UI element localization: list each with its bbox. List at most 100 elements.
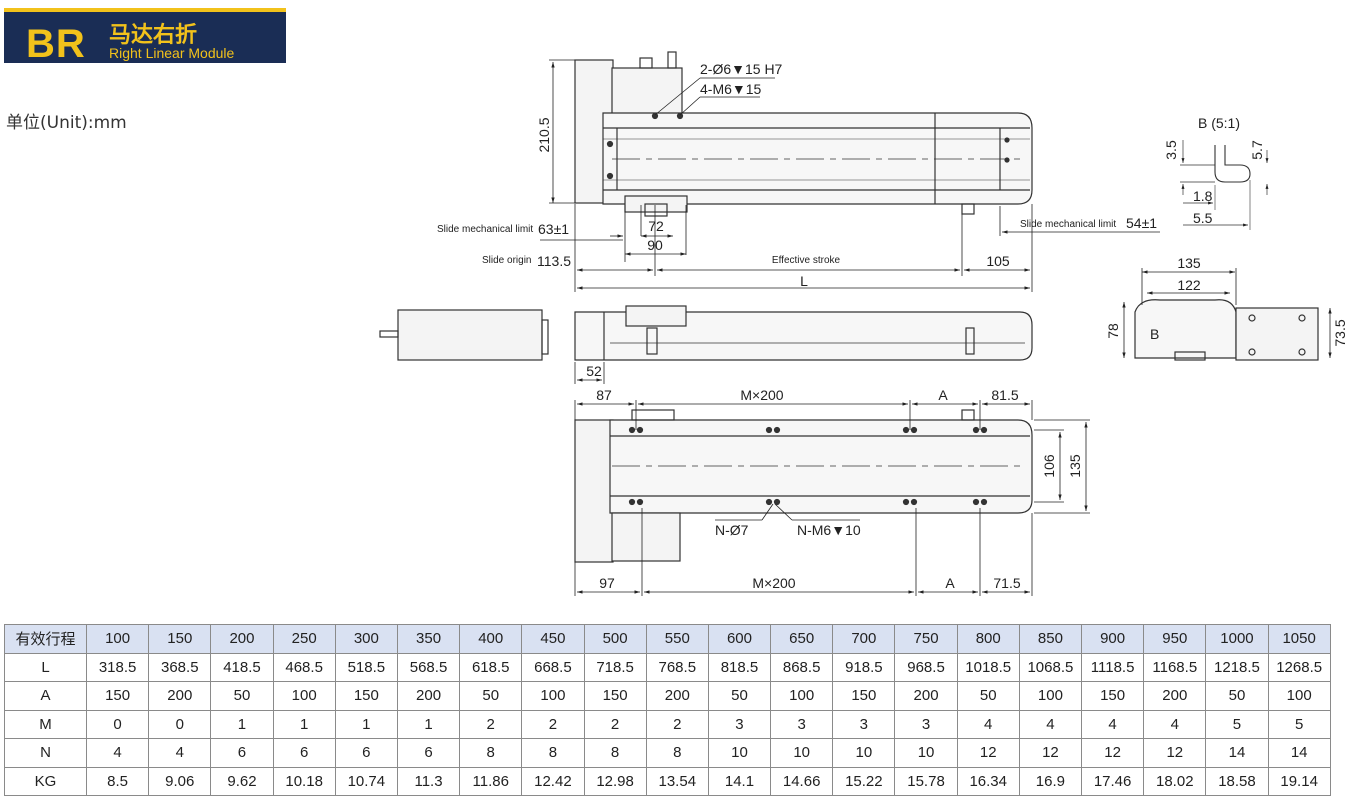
detail-b-labels: B (5:1) 3.5 5.7 1.8 5.5 bbox=[1163, 115, 1265, 226]
table-cell: 13.54 bbox=[645, 766, 709, 796]
table-cell: 4 bbox=[1018, 709, 1083, 739]
top-view-dimensions bbox=[540, 59, 1160, 292]
table-cell: 3 bbox=[832, 709, 896, 739]
table-cell: 100 bbox=[770, 681, 834, 711]
table-cell: 8.5 bbox=[85, 766, 150, 796]
table-cell: 10.18 bbox=[272, 766, 336, 796]
svg-text:63±1: 63±1 bbox=[538, 221, 569, 237]
svg-text:Slide origin: Slide origin bbox=[482, 255, 531, 266]
table-cell: 618.5 bbox=[459, 652, 523, 682]
svg-text:87: 87 bbox=[596, 387, 612, 403]
top-view-labels: 210.5 2-Ø6▼15 H7 4-M6▼15 Slide mechanica… bbox=[437, 61, 1157, 289]
table-cell: 200 bbox=[894, 681, 958, 711]
row-label: L bbox=[4, 652, 87, 682]
table-cell: 1000 bbox=[1205, 624, 1269, 654]
table-cell: 50 bbox=[210, 681, 274, 711]
table-cell: 768.5 bbox=[645, 652, 709, 682]
table-cell: 200 bbox=[645, 681, 709, 711]
end-view bbox=[1134, 299, 1319, 361]
table-cell: 10 bbox=[770, 738, 834, 768]
bottom-view-dimensions bbox=[574, 400, 1090, 596]
table-cell: 4 bbox=[956, 709, 1020, 739]
table-cell: 4 bbox=[1080, 709, 1145, 739]
svg-text:97: 97 bbox=[599, 575, 615, 591]
table-cell: 968.5 bbox=[894, 652, 958, 682]
table-cell: 50 bbox=[956, 681, 1020, 711]
table-cell: 1 bbox=[210, 709, 274, 739]
table-cell: 17.46 bbox=[1080, 766, 1145, 796]
side-view-dimensions bbox=[574, 362, 605, 384]
table-cell: 8 bbox=[645, 738, 709, 768]
table-cell: 12 bbox=[1080, 738, 1145, 768]
table-cell: 468.5 bbox=[272, 652, 336, 682]
table-cell: 2 bbox=[645, 709, 709, 739]
svg-text:54±1: 54±1 bbox=[1126, 215, 1157, 231]
table-cell: 150 bbox=[1080, 681, 1145, 711]
table-cell: 150 bbox=[148, 624, 212, 654]
table-cell: 2 bbox=[459, 709, 523, 739]
model-title: 马达右折 bbox=[109, 23, 198, 48]
svg-text:71.5: 71.5 bbox=[993, 575, 1020, 591]
svg-text:72: 72 bbox=[648, 218, 664, 234]
top-view bbox=[574, 51, 1033, 217]
table-cell: 9.62 bbox=[210, 766, 274, 796]
table-cell: 12 bbox=[1018, 738, 1083, 768]
table-cell: 18.58 bbox=[1205, 766, 1269, 796]
table-cell: 1168.5 bbox=[1143, 652, 1207, 682]
table-cell: 18.02 bbox=[1143, 766, 1207, 796]
svg-text:106: 106 bbox=[1041, 454, 1057, 478]
table-cell: 1 bbox=[334, 709, 398, 739]
header-badge: BR 马达右折 Right Linear Module bbox=[4, 8, 286, 66]
table-cell: 1018.5 bbox=[956, 652, 1020, 682]
table-cell: 150 bbox=[334, 681, 398, 711]
table-cell: 3 bbox=[770, 709, 834, 739]
table-cell: 418.5 bbox=[210, 652, 274, 682]
svg-text:3.5: 3.5 bbox=[1163, 140, 1179, 160]
row-label: A bbox=[4, 681, 87, 711]
end-view-labels: 135 122 78 73.5 B bbox=[1105, 255, 1348, 347]
table-cell: 4 bbox=[85, 738, 150, 768]
table-cell: 14 bbox=[1267, 738, 1331, 768]
bottom-view bbox=[574, 409, 1033, 563]
table-cell: 19.14 bbox=[1267, 766, 1331, 796]
svg-text:5.7: 5.7 bbox=[1249, 140, 1265, 160]
svg-text:135: 135 bbox=[1067, 454, 1083, 478]
row-label: 有效行程 bbox=[4, 624, 87, 654]
technical-drawing: 210.5 2-Ø6▼15 H7 4-M6▼15 Slide mechanica… bbox=[379, 51, 1348, 596]
table-cell: 150 bbox=[583, 681, 647, 711]
svg-text:M×200: M×200 bbox=[752, 575, 795, 591]
model-subtitle: Right Linear Module bbox=[109, 45, 235, 61]
table-cell: 15.78 bbox=[894, 766, 958, 796]
bottom-view-labels: 87 M×200 A 81.5 106 135 N-Ø7 N-M6▼10 97 … bbox=[596, 387, 1083, 591]
table-cell: 100 bbox=[1018, 681, 1083, 711]
table-cell: 318.5 bbox=[85, 652, 150, 682]
table-cell: 10 bbox=[894, 738, 958, 768]
table-cell: 1 bbox=[272, 709, 336, 739]
table-cell: 10 bbox=[707, 738, 772, 768]
table-cell: 10 bbox=[832, 738, 896, 768]
svg-text:A: A bbox=[945, 575, 955, 591]
table-cell: 1218.5 bbox=[1205, 652, 1269, 682]
table-cell: 200 bbox=[210, 624, 274, 654]
row-label: KG bbox=[4, 766, 87, 796]
table-cell: 0 bbox=[148, 709, 212, 739]
table-cell: 14 bbox=[1205, 738, 1269, 768]
table-cell: 50 bbox=[459, 681, 523, 711]
table-cell: 150 bbox=[85, 681, 150, 711]
table-cell: 12 bbox=[956, 738, 1020, 768]
table-cell: 1268.5 bbox=[1267, 652, 1331, 682]
table-cell: 2 bbox=[583, 709, 647, 739]
table-cell: 2 bbox=[521, 709, 585, 739]
svg-text:M×200: M×200 bbox=[740, 387, 783, 403]
table-cell: 8 bbox=[583, 738, 647, 768]
table-cell: 818.5 bbox=[707, 652, 772, 682]
table-cell: 16.9 bbox=[1018, 766, 1083, 796]
table-cell: 200 bbox=[396, 681, 461, 711]
detail-b bbox=[1180, 140, 1269, 230]
table-cell: 11.86 bbox=[459, 766, 523, 796]
table-cell: 518.5 bbox=[334, 652, 398, 682]
